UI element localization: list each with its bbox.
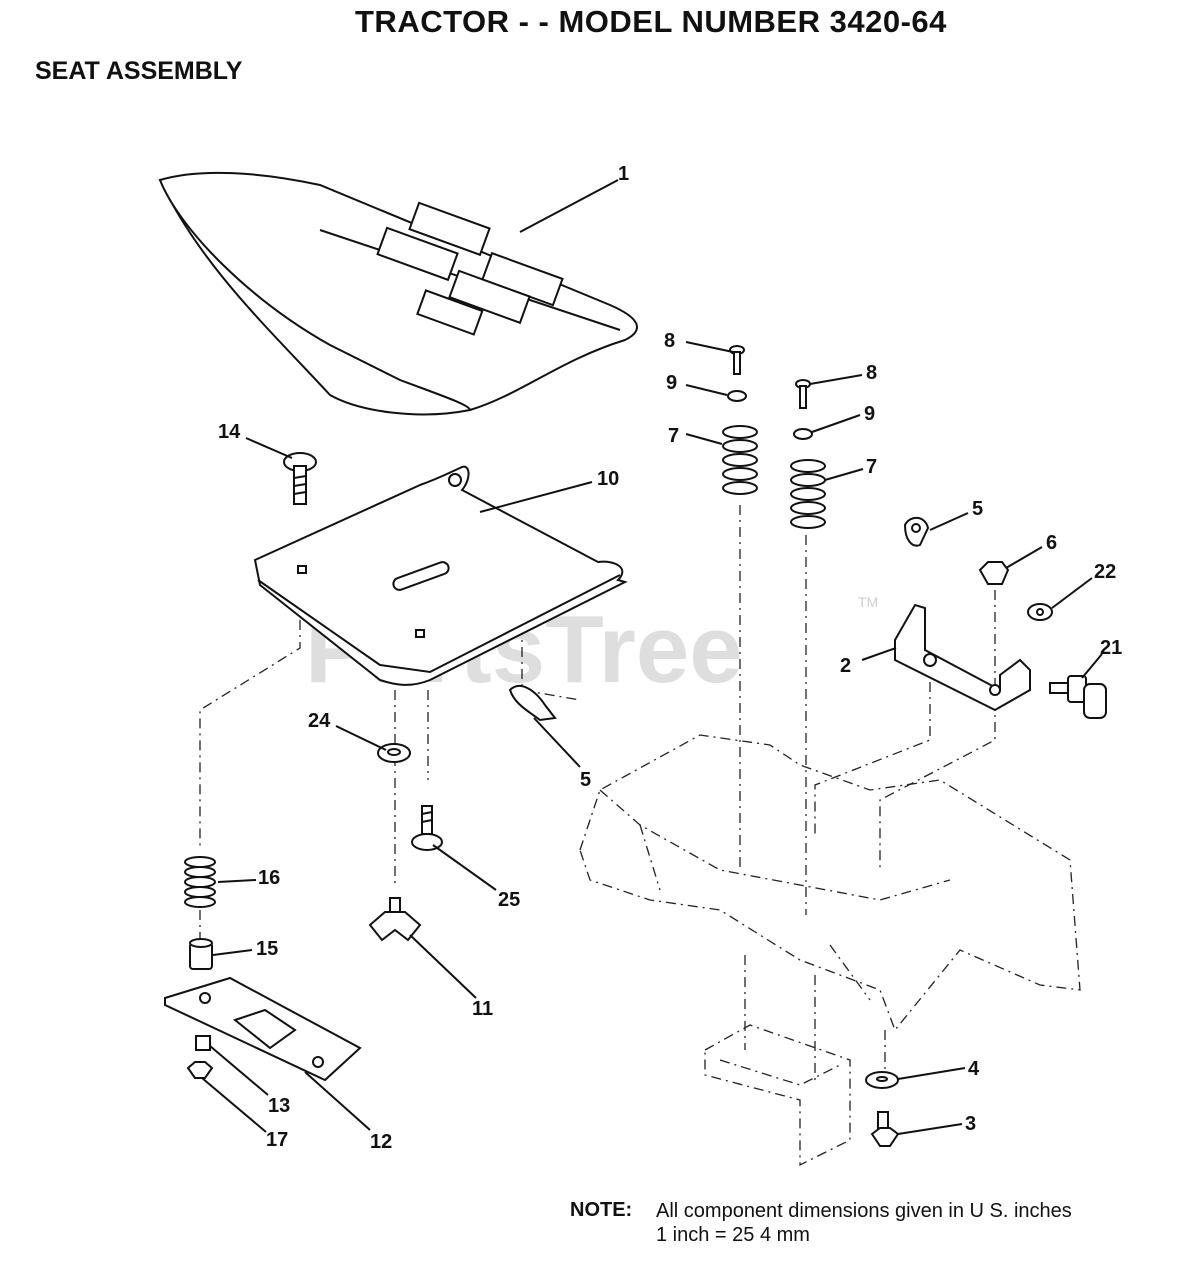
washer-part-4 [865,1071,899,1089]
bolt-part-3 [870,1111,900,1147]
section-title: SEAT ASSEMBLY [35,57,243,85]
callout-5-right: 5 [972,498,983,520]
bolt-part-25 [411,805,443,851]
callout-11: 11 [472,998,493,1020]
callout-4: 4 [968,1058,980,1080]
leader-lines [201,179,1103,1135]
assembly-center-lines [199,505,996,1080]
callout-7-left: 7 [668,425,679,447]
seat-part-1 [158,171,638,416]
callout-7-right: 7 [866,456,877,478]
washer-part-22 [1027,603,1053,621]
callout-6: 6 [1046,532,1057,554]
bolt-part-8-left [729,345,745,375]
bracket-part-12 [164,976,362,1082]
watermark-tm: TM [858,594,878,610]
callout-12: 12 [370,1131,392,1153]
note-line-2: 1 inch = 25 4 mm [656,1224,810,1246]
clip-part-5-right [903,516,930,547]
callout-9-left: 9 [666,372,677,394]
bracket-part-2 [894,603,1031,712]
callout-22: 22 [1094,561,1116,583]
spring-part-7-left [722,425,758,495]
callout-8-left: 8 [664,330,675,352]
spring-part-7-right [790,459,826,529]
note-label: NOTE: [570,1199,633,1221]
callout-3: 3 [965,1113,976,1135]
callout-25: 25 [498,889,520,911]
bushing-part-15 [189,938,213,970]
nut-part-17 [186,1061,214,1079]
note-body: All component dimensions given in U S. i… [656,1199,1072,1247]
callout-16: 16 [258,867,280,889]
callout-numbers: 1 2 3 4 5 5 6 7 7 8 8 9 9 10 11 12 13 14… [218,163,1122,1153]
spring-part-16 [184,856,216,908]
washer-part-9-right [793,428,813,440]
callout-8-right: 8 [866,362,877,384]
callout-24: 24 [308,710,331,732]
bolt-part-8-right [795,379,811,409]
seat-pan-part-10 [253,465,628,686]
callout-17: 17 [266,1129,288,1151]
callout-5-left: 5 [580,769,591,791]
nut-part-6 [978,561,1010,585]
callout-14: 14 [218,421,241,443]
bolt-part-14 [283,452,317,505]
washer-part-24 [377,743,411,763]
tractor-frame-outline [579,734,1081,1167]
page-title: TRACTOR - - MODEL NUMBER 3420-64 [355,4,947,39]
clip-part-5-left [508,685,557,722]
knob-bolt-part-21 [1049,675,1107,719]
washer-part-9-left [727,390,747,402]
knob-part-11 [368,897,422,942]
callout-15: 15 [256,938,278,960]
note-line-1: All component dimensions given in U S. i… [656,1200,1072,1222]
spacer-part-13 [195,1035,211,1051]
callout-21: 21 [1100,637,1122,659]
callout-2: 2 [840,655,851,677]
callout-9-right: 9 [864,403,875,425]
callout-10: 10 [597,468,619,490]
callout-13: 13 [268,1095,290,1117]
dimension-note: NOTE: All component dimensions given in U… [570,1199,1072,1247]
callout-1: 1 [618,163,629,185]
